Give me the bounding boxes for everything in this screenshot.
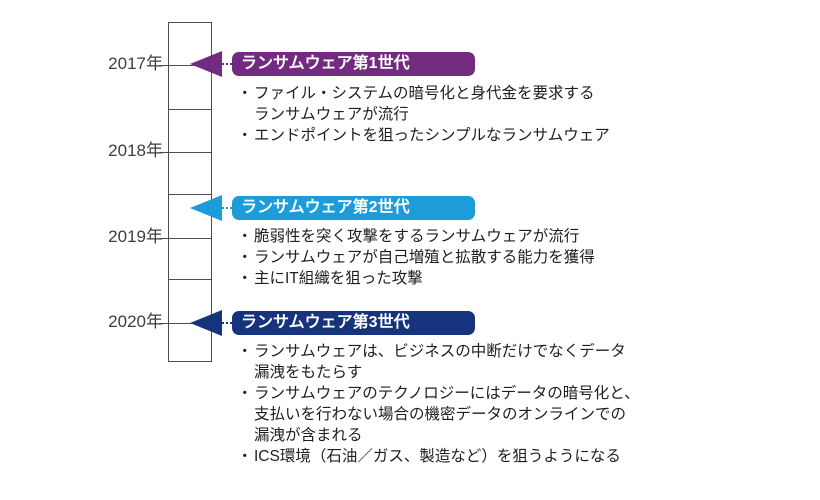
bullet-text: ランサムウェアのテクノロジーにはデータの暗号化と、 支払いを行わない場合の機密デ… [254, 385, 640, 444]
bullet-marker: ・ [237, 228, 253, 245]
bullet-item: ・ ファイル・システムの暗号化と身代金を要求する ランサムウェアが流行 [237, 83, 737, 125]
bullet-item: ・ ランサムウェアのテクノロジーにはデータの暗号化と、 支払いを行わない場合の機… [237, 383, 737, 446]
generation-1-title: ランサムウェア第1世代 [241, 55, 410, 72]
timeline-axis [159, 22, 212, 362]
bullet-text: ファイル・システムの暗号化と身代金を要求する ランサムウェアが流行 [254, 85, 595, 123]
arrow-left-icon [190, 310, 222, 336]
bullet-marker: ・ [237, 448, 253, 465]
bullet-marker: ・ [237, 343, 253, 360]
generation-3-title: ランサムウェア第3世代 [241, 314, 410, 331]
generation-1-header: ランサムウェア第1世代 [232, 52, 475, 76]
bullet-item: ・ ランサムウェアは、ビジネスの中断だけでなくデータ 漏洩をもたらす [237, 341, 737, 383]
bullet-text: ランサムウェアは、ビジネスの中断だけでなくデータ 漏洩をもたらす [254, 343, 626, 381]
arrow-left-icon [190, 51, 222, 77]
bullet-marker: ・ [237, 385, 253, 402]
year-label-2017: 2017年 [108, 54, 163, 73]
bullet-marker: ・ [237, 249, 253, 266]
timeline-tick [169, 109, 211, 110]
timeline-tick [169, 238, 211, 239]
generation-2-bullets: ・ 脆弱性を突く攻撃をするランサムウェアが流行 ・ ランサムウェアが自己増殖と拡… [237, 226, 737, 289]
generation-3-header: ランサムウェア第3世代 [232, 311, 475, 335]
year-label-2020: 2020年 [108, 312, 163, 331]
timeline-tick [169, 279, 211, 280]
bullet-text: 脆弱性を突く攻撃をするランサムウェアが流行 [254, 228, 580, 245]
bullet-marker: ・ [237, 85, 253, 102]
generation-2-title: ランサムウェア第2世代 [241, 199, 410, 216]
generation-1-bullets: ・ ファイル・システムの暗号化と身代金を要求する ランサムウェアが流行 ・ エン… [237, 83, 737, 146]
bullet-item: ・ ICS環境（石油／ガス、製造など）を狙うようになる [237, 446, 737, 467]
bullet-item: ・ エンドポイントを狙ったシンプルなランサムウェア [237, 125, 737, 146]
year-label-2019: 2019年 [108, 227, 163, 246]
bullet-item: ・ ランサムウェアが自己増殖と拡散する能力を獲得 [237, 247, 737, 268]
timeline-tick [169, 152, 211, 153]
generation-2-header: ランサムウェア第2世代 [232, 196, 475, 220]
bullet-text: 主にIT組織を狙った攻撃 [254, 270, 423, 287]
bullet-text: ランサムウェアが自己増殖と拡散する能力を獲得 [254, 249, 595, 266]
generation-3-bullets: ・ ランサムウェアは、ビジネスの中断だけでなくデータ 漏洩をもたらす ・ ランサ… [237, 341, 737, 467]
bullet-text: ICS環境（石油／ガス、製造など）を狙うようになる [254, 448, 621, 465]
dotted-connector-gen1 [214, 63, 232, 65]
year-tick-stub [159, 152, 169, 153]
year-tick-stub [159, 238, 169, 239]
timeline-tick [169, 194, 211, 195]
dotted-connector-gen3 [214, 322, 232, 324]
bullet-item: ・ 主にIT組織を狙った攻撃 [237, 268, 737, 289]
year-tick-stub [159, 323, 169, 324]
arrow-left-icon [190, 195, 222, 221]
year-label-2018: 2018年 [108, 141, 163, 160]
bullet-text: エンドポイントを狙ったシンプルなランサムウェア [254, 127, 610, 144]
bullet-marker: ・ [237, 270, 253, 287]
dotted-connector-gen2 [214, 207, 232, 209]
year-tick-stub [159, 65, 169, 66]
bullet-marker: ・ [237, 127, 253, 144]
bullet-item: ・ 脆弱性を突く攻撃をするランサムウェアが流行 [237, 226, 737, 247]
